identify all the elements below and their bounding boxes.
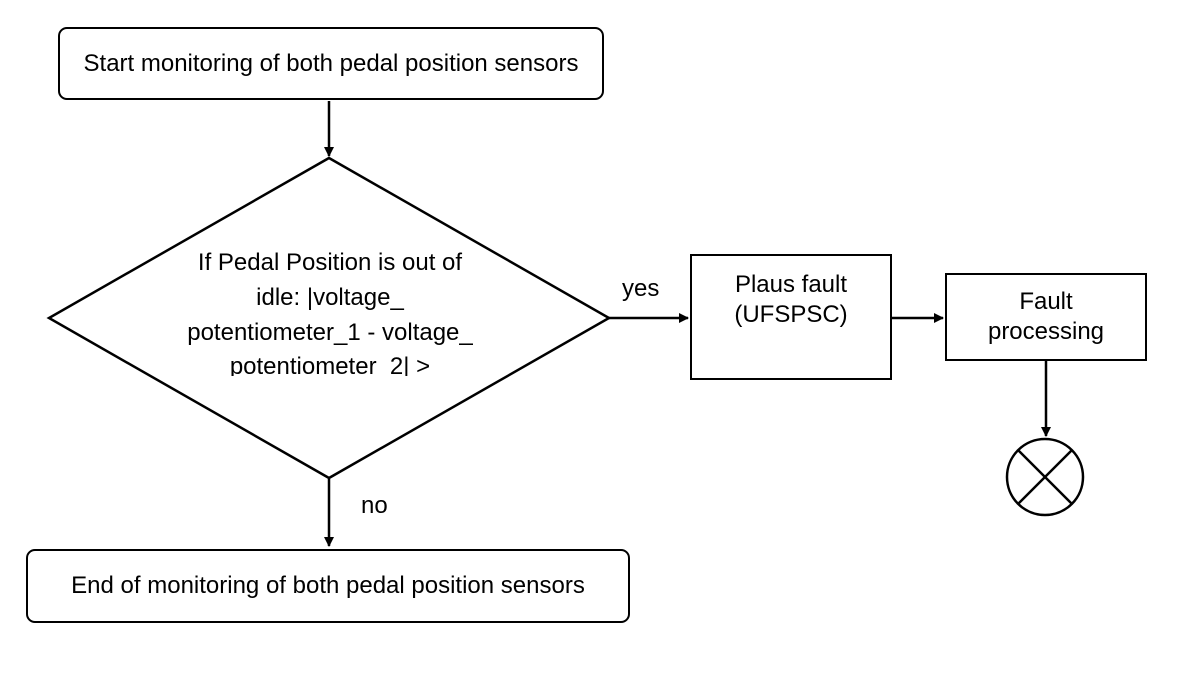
plaus-fault-label: Plaus fault (UFSPSC): [734, 271, 848, 328]
flow-terminator-icon: [1005, 437, 1085, 517]
no-edge-label: no: [361, 492, 388, 519]
end-node: End of monitoring of both pedal position…: [26, 549, 630, 623]
yes-edge-label: yes: [622, 275, 660, 302]
decision-diamond: [46, 156, 612, 480]
start-node: Start monitoring of both pedal position …: [58, 27, 604, 100]
decision-node-label: If Pedal Position is out of idle: |volta…: [187, 249, 473, 376]
fault-processing-node: Fault processing: [945, 273, 1147, 361]
start-node-label: Start monitoring of both pedal position …: [83, 49, 579, 77]
fault-processing-label: Fault processing: [987, 288, 1105, 345]
end-node-label: End of monitoring of both pedal position…: [71, 572, 585, 599]
plaus-fault-node: Plaus fault (UFSPSC): [690, 254, 892, 380]
